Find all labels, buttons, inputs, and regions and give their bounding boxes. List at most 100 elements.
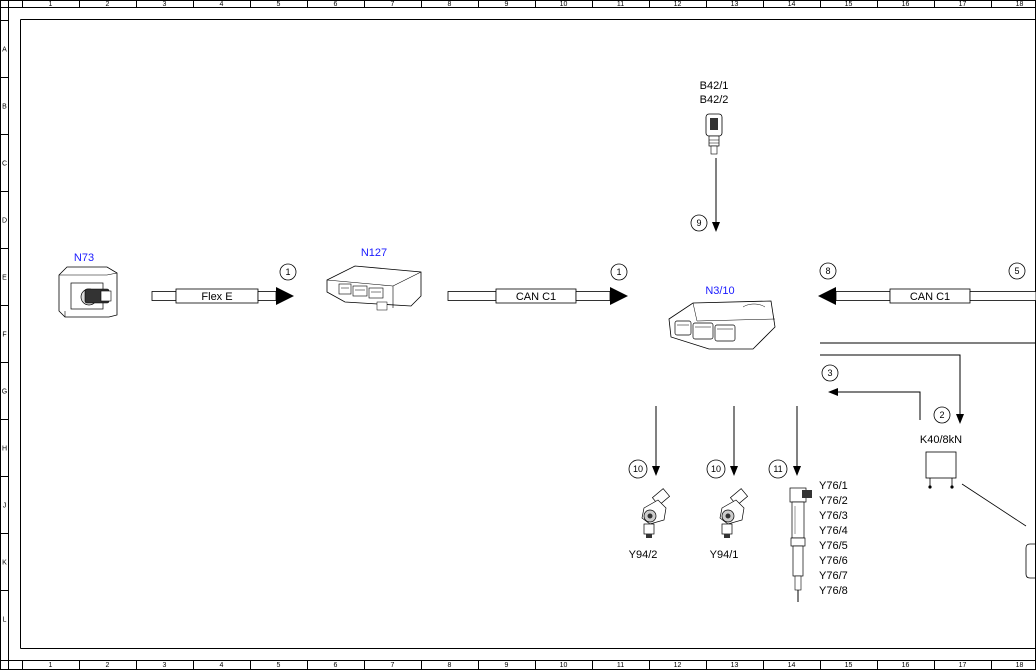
row-label: E <box>2 275 7 282</box>
column-label: 15 <box>845 662 853 669</box>
label-y76-8: Y76/8 <box>819 585 848 597</box>
column-label: 14 <box>788 662 796 669</box>
row-label: A <box>2 47 7 54</box>
callout-1b-text: 1 <box>616 267 621 277</box>
relay-icon <box>925 451 1036 579</box>
can-c1-bus-left <box>447 287 628 305</box>
column-label: 11 <box>617 662 624 669</box>
label-b42-2: B42/2 <box>700 94 729 106</box>
label-b42-1: B42/1 <box>700 80 729 92</box>
callout-5: 5 <box>1008 262 1026 280</box>
column-label: 10 <box>560 1 568 8</box>
callout-3: 3 <box>821 364 839 382</box>
callout-9: 9 <box>690 214 708 232</box>
column-label: 18 <box>1016 662 1024 669</box>
label-y76-2: Y76/2 <box>819 495 848 507</box>
label-y76-1: Y76/1 <box>819 480 848 492</box>
row-label: J <box>3 503 7 510</box>
column-label: 11 <box>617 1 624 8</box>
label-y76-6: Y76/6 <box>819 555 848 567</box>
column-label: 6 <box>334 1 338 8</box>
column-label: 8 <box>448 1 452 8</box>
row-label: B <box>2 104 7 111</box>
label-y76-7: Y76/7 <box>819 570 848 582</box>
signal-arrow-b42 <box>712 158 720 232</box>
column-label: 1 <box>49 1 53 8</box>
row-label: C <box>2 161 7 168</box>
column-label: 7 <box>391 1 395 8</box>
can-c1-bus-right <box>818 287 1036 305</box>
column-label: 2 <box>106 662 110 669</box>
callout-10a-text: 10 <box>633 464 643 474</box>
column-label: 5 <box>277 1 281 8</box>
callout-1a-text: 1 <box>285 267 290 277</box>
callout-8-text: 8 <box>825 266 830 276</box>
flex-e-bus <box>151 287 294 305</box>
bus-label-can-c1-right: CAN C1 <box>910 291 950 303</box>
callout-1a: 1 <box>279 263 297 281</box>
column-label: 12 <box>674 1 682 8</box>
column-label: 7 <box>391 662 395 669</box>
label-y76-3: Y76/3 <box>819 510 848 522</box>
callout-9-text: 9 <box>696 218 701 228</box>
column-label: 4 <box>220 662 224 669</box>
callout-5-text: 5 <box>1014 266 1019 276</box>
column-label: 8 <box>448 662 452 669</box>
label-y76-5: Y76/5 <box>819 540 848 552</box>
label-n73: N73 <box>74 252 94 264</box>
signal-arrow-y94-2 <box>652 406 660 476</box>
pressure-sensor-icon <box>705 113 723 155</box>
signal-arrow-y94-1 <box>730 406 738 476</box>
column-label: 9 <box>505 662 509 669</box>
label-y76-4: Y76/4 <box>819 525 848 537</box>
injector-labels: Y76/1 Y76/2 Y76/3 Y76/4 Y76/5 Y76/6 Y76/… <box>819 480 848 597</box>
column-label: 2 <box>106 1 110 8</box>
column-label: 16 <box>902 1 910 8</box>
callout-10b: 10 <box>706 459 726 479</box>
callout-8: 8 <box>819 262 837 280</box>
column-label: 13 <box>731 1 739 8</box>
relay-lines <box>820 342 1036 424</box>
row-label: G <box>2 389 7 396</box>
bus-label-can-c1-left: CAN C1 <box>516 291 556 303</box>
row-label: H <box>2 446 7 453</box>
row-label: F <box>2 332 6 339</box>
valve-y94-1-icon <box>719 488 749 538</box>
column-label: 17 <box>959 1 967 8</box>
column-label: 3 <box>163 662 167 669</box>
label-n3-10: N3/10 <box>705 285 734 297</box>
column-label: 6 <box>334 662 338 669</box>
engine-control-unit-icon <box>668 300 776 350</box>
column-label: 15 <box>845 1 853 8</box>
label-n127: N127 <box>361 247 387 259</box>
callout-2-text: 2 <box>939 410 944 420</box>
callout-11: 11 <box>768 459 788 479</box>
row-label: K <box>2 560 7 567</box>
column-label: 10 <box>560 662 568 669</box>
label-k40: K40/8kN <box>920 434 962 446</box>
column-label: 1 <box>49 662 53 669</box>
label-y94-2: Y94/2 <box>629 549 658 561</box>
row-label: D <box>2 218 7 225</box>
control-unit-n127-icon <box>326 265 422 311</box>
column-label: 14 <box>788 1 796 8</box>
callout-3-text: 3 <box>827 368 832 378</box>
row-label: L <box>3 617 7 624</box>
row-ruler: A B C D E F G H J K L <box>0 20 8 624</box>
valve-y94-2-icon <box>641 488 671 538</box>
column-label: 13 <box>731 662 739 669</box>
column-label: 12 <box>674 662 682 669</box>
column-label: 16 <box>902 662 910 669</box>
column-label: 4 <box>220 1 224 8</box>
bus-label-flex-e: Flex E <box>201 291 232 303</box>
callout-10b-text: 10 <box>711 464 721 474</box>
ignition-switch-icon <box>58 266 118 318</box>
signal-arrow-y76 <box>793 406 801 476</box>
callout-11-text: 11 <box>773 464 782 474</box>
column-label: 5 <box>277 662 281 669</box>
callout-10a: 10 <box>628 459 648 479</box>
